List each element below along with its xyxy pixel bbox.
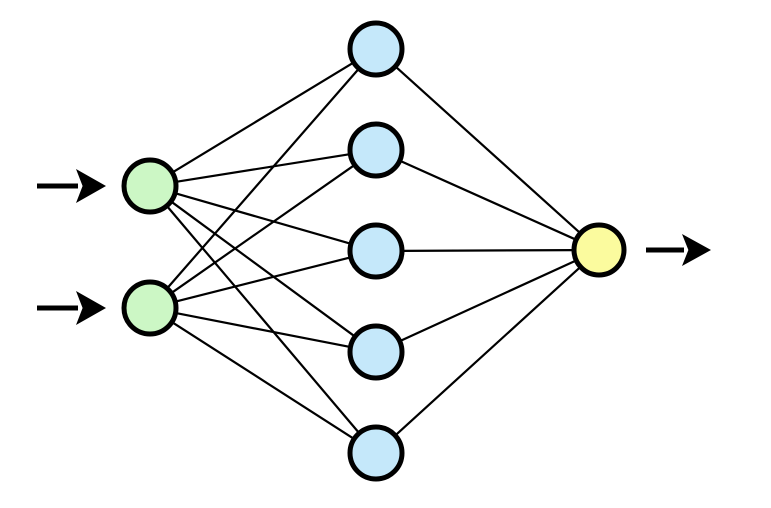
node-h-1[interactable] [347,20,405,78]
connection-edge [394,266,582,437]
connection-edge [394,65,582,235]
node-h-4[interactable] [347,323,405,381]
output-arrow-icon [646,234,711,266]
input-arrow-top-icon [37,169,106,203]
node-h-2[interactable] [347,121,405,179]
connection-edge [174,256,352,303]
connection-edge [171,61,355,174]
node-h-5[interactable] [347,424,405,482]
connection-edge [401,249,575,252]
input-arrow-bottom-head [76,291,106,325]
connection-edge [166,67,360,290]
connection-edge [175,153,351,183]
connection-edge [174,311,352,349]
nodes-group [121,20,627,482]
connections-group [166,61,582,440]
arrows-group [37,169,711,325]
node-h-3[interactable] [347,222,405,280]
connection-edge [171,321,355,440]
connection-edge [398,259,577,343]
node-in-1[interactable] [121,157,179,215]
node-out-1[interactable] [571,222,627,278]
connection-edge [399,159,577,241]
connection-edge [166,205,360,434]
connection-edge [170,200,356,338]
node-in-2[interactable] [121,279,179,337]
input-arrow-bottom-icon [37,291,106,325]
input-arrow-top-head [76,169,106,203]
connection-edge [170,164,356,294]
connection-edge [174,192,352,245]
output-arrow-head [682,234,711,266]
